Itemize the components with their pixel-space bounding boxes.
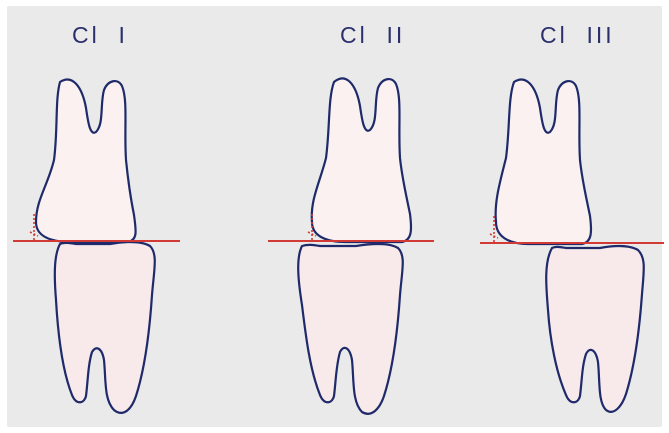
- upper-tooth-class-1: [36, 80, 136, 242]
- tooth-pair-class-2: [268, 78, 434, 413]
- lower-tooth-class-2: [298, 244, 403, 414]
- lower-tooth-class-1: [55, 242, 155, 413]
- lower-tooth-class-3: [546, 246, 644, 412]
- upper-tooth-class-3: [496, 80, 591, 244]
- tooth-pair-class-1: [13, 80, 180, 413]
- tooth-pair-class-3: [480, 80, 664, 412]
- upper-tooth-class-2: [312, 78, 411, 242]
